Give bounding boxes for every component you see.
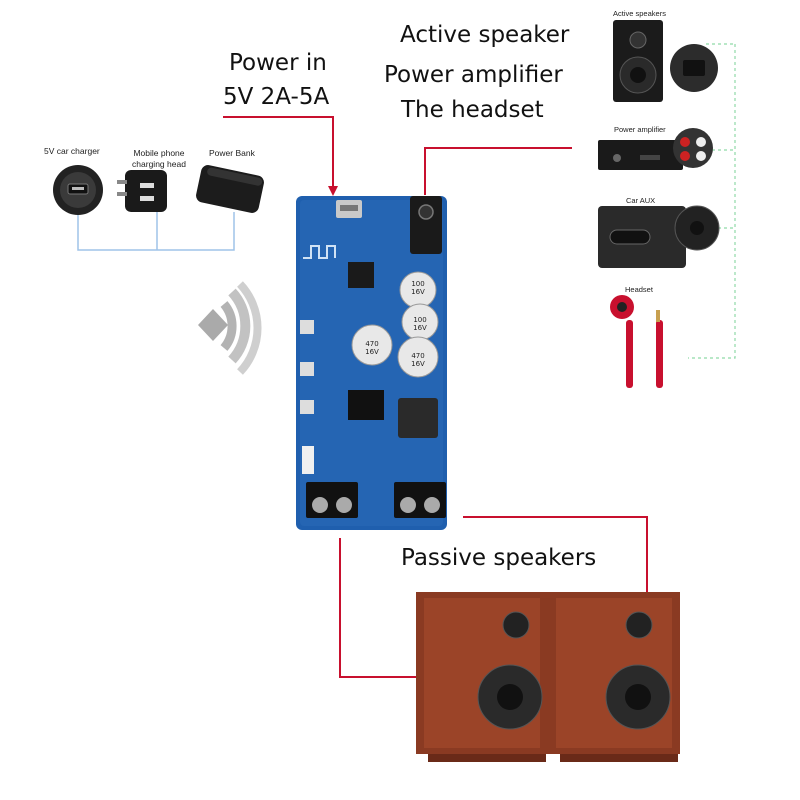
audio-jack bbox=[410, 196, 442, 254]
power-in-label: Power in bbox=[229, 50, 327, 76]
switch bbox=[302, 446, 314, 474]
phone-charger-icon bbox=[117, 170, 167, 212]
car-charger-label: 5V car charger bbox=[44, 146, 100, 156]
inductor bbox=[398, 398, 438, 438]
passive-wire-right bbox=[463, 516, 648, 592]
device-dashed-wire bbox=[688, 44, 736, 359]
power-amplifier-text: Power amplifier bbox=[384, 62, 563, 88]
button-2 bbox=[300, 362, 314, 376]
source-connector-wire bbox=[77, 212, 235, 251]
passive-speaker-right bbox=[548, 592, 680, 762]
power-bank-label: Power Bank bbox=[209, 148, 255, 158]
passive-speaker-left bbox=[416, 592, 548, 762]
headset-text: The headset bbox=[401, 97, 544, 123]
headset-icon bbox=[610, 295, 663, 388]
car-aux-icon bbox=[598, 205, 720, 268]
button-1 bbox=[300, 320, 314, 334]
power-bank-icon bbox=[196, 165, 264, 213]
car-aux-label: Car AUX bbox=[626, 196, 656, 205]
car-charger-icon bbox=[53, 165, 103, 215]
amp-chip bbox=[348, 390, 384, 420]
power-in-arrow bbox=[328, 186, 338, 196]
active-speakers-label: Active speakers bbox=[613, 9, 666, 18]
phone-charger-label: Mobile phone charging head bbox=[132, 148, 186, 169]
passive-wire-left bbox=[339, 538, 416, 678]
bt-chip bbox=[348, 262, 374, 288]
output-wire bbox=[424, 147, 572, 195]
power-amplifier-label: Power amplifier bbox=[614, 125, 666, 134]
power-in-wire bbox=[223, 116, 334, 192]
antenna bbox=[303, 245, 336, 259]
active-speaker-icon bbox=[613, 20, 718, 102]
power-amplifier-icon bbox=[598, 128, 713, 170]
headset-label: Headset bbox=[625, 285, 653, 294]
button-3 bbox=[300, 400, 314, 414]
power-in-spec: 5V 2A-5A bbox=[223, 84, 330, 110]
passive-speakers-label: Passive speakers bbox=[401, 545, 597, 571]
active-speaker-text: Active speaker bbox=[400, 22, 570, 48]
